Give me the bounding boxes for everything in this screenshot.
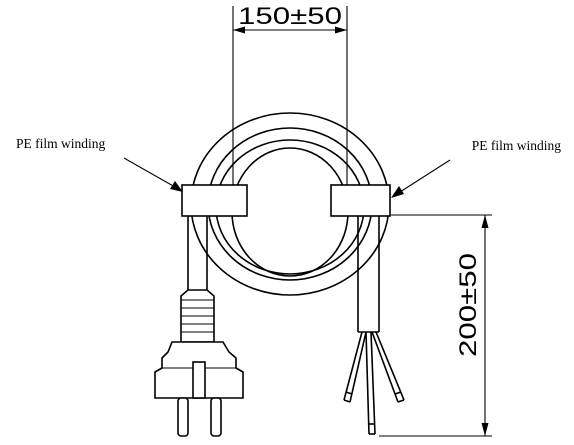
left-winding-callout: PE film winding xyxy=(16,136,183,192)
euro-plug xyxy=(154,289,244,437)
left-pe-film-winding xyxy=(181,184,248,217)
left-leader-arrow xyxy=(170,181,183,192)
coil-spacing-dimension-label: 150±50 xyxy=(238,3,342,30)
arrowhead-top xyxy=(481,215,489,228)
conductor-left-b xyxy=(349,331,367,403)
right-cable-lead xyxy=(343,215,405,435)
conductor-left-tip xyxy=(343,399,351,403)
plug-pin-left xyxy=(177,397,189,437)
plug-earth-slot xyxy=(192,361,206,399)
conductor-right-b xyxy=(375,331,405,401)
lead-length-dimension-label: 200±50 xyxy=(455,253,482,357)
right-pe-film-winding xyxy=(330,184,391,217)
dimension-coil-spacing: 150±50 xyxy=(232,3,348,214)
conductor-left-a xyxy=(343,331,363,401)
conductor-mid-a xyxy=(365,331,370,435)
arrowhead-left xyxy=(233,26,245,34)
right-winding-label: PE film winding xyxy=(472,138,562,153)
arrowhead-right xyxy=(335,26,347,34)
left-leader-line xyxy=(123,157,176,188)
plug-pin-right xyxy=(210,397,222,437)
tin-mark-right xyxy=(394,391,402,395)
left-cable-lead xyxy=(187,215,208,290)
right-leader-arrow xyxy=(391,186,404,198)
conductor-right-tip xyxy=(397,399,405,403)
dimension-lead-length: 200±50 xyxy=(379,214,492,437)
right-leader-line xyxy=(399,159,451,193)
conductor-mid-b xyxy=(370,331,376,435)
arrowhead-bottom xyxy=(481,423,489,436)
tin-mark-left xyxy=(345,391,353,395)
conductor-right-a xyxy=(371,331,399,403)
left-winding-label: PE film winding xyxy=(16,136,106,151)
right-winding-callout: PE film winding xyxy=(391,138,561,198)
